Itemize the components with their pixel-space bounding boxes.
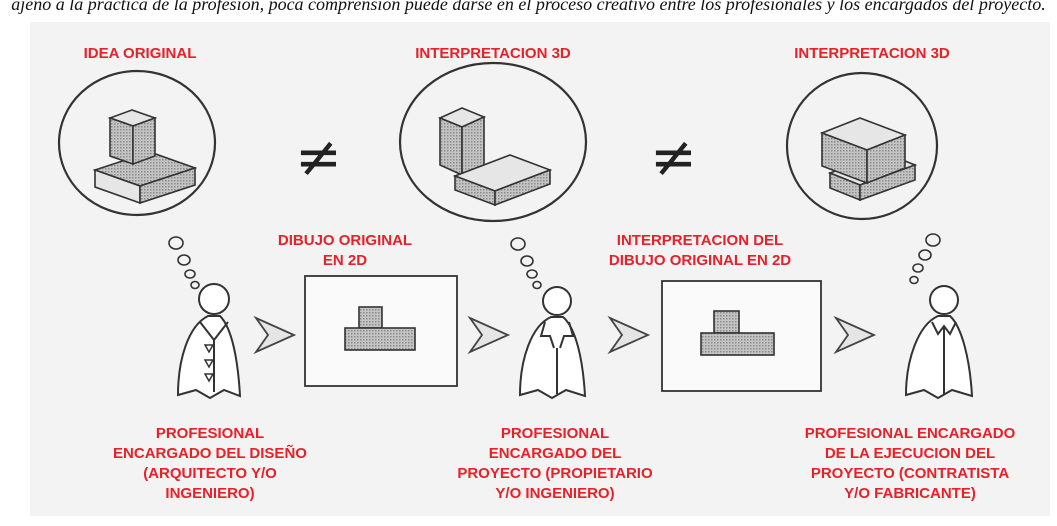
- thought-trail-2: [510, 237, 542, 290]
- drawing-frame-1: [304, 275, 458, 387]
- stage-1-thought-title: IDEA ORIGINAL: [83, 45, 197, 62]
- arrow-2-icon: [467, 315, 511, 355]
- stage-3-thought-title: INTERPRETACION 3D: [794, 45, 950, 62]
- drawing-1-title: DIBUJO ORIGINAL EN 2D: [277, 232, 413, 269]
- block-shape-original-icon: [92, 109, 198, 205]
- thought-trail-3: [909, 233, 941, 285]
- block-shape-interpretation-1-icon: [437, 107, 553, 207]
- plan-view-2d-interpreted-icon: [700, 310, 775, 356]
- contractor-person-icon: [904, 285, 974, 400]
- stage-2-person-label: PROFESIONAL ENCARGADO DEL PROYECTO (PROP…: [457, 425, 653, 502]
- figure-caption: ajeno a la práctica de la profesión, poc…: [11, 0, 1046, 14]
- stage-3-person-label: PROFESIONAL ENCARGADO DE LA EJECUCION DE…: [804, 425, 1016, 502]
- thought-bubble-1: [57, 69, 217, 217]
- scanned-figure-background: [30, 22, 1050, 516]
- thought-bubble-3: [785, 71, 939, 221]
- drawing-2-title: INTERPRETACION DEL DIBUJO ORIGINAL EN 2D: [608, 232, 792, 269]
- stage-1-person-label: PROFESIONAL ENCARGADO DEL DISEÑO (ARQUIT…: [113, 425, 307, 502]
- stage-2-thought-title: INTERPRETACION 3D: [415, 45, 571, 62]
- arrow-4-icon: [833, 315, 877, 355]
- arrow-3-icon: [607, 315, 651, 355]
- drawing-frame-2: [661, 280, 822, 392]
- thought-trail-1: [168, 236, 200, 290]
- designer-person-icon: [176, 283, 242, 400]
- thought-bubble-2: [398, 61, 588, 223]
- not-equal-icon-2: ≠: [650, 125, 697, 190]
- arrow-1-icon: [253, 315, 297, 355]
- not-equal-icon-1: ≠: [295, 125, 342, 190]
- block-shape-interpretation-2-icon: [819, 117, 918, 202]
- plan-view-2d-icon: [344, 306, 416, 351]
- project-owner-person-icon: [518, 286, 587, 400]
